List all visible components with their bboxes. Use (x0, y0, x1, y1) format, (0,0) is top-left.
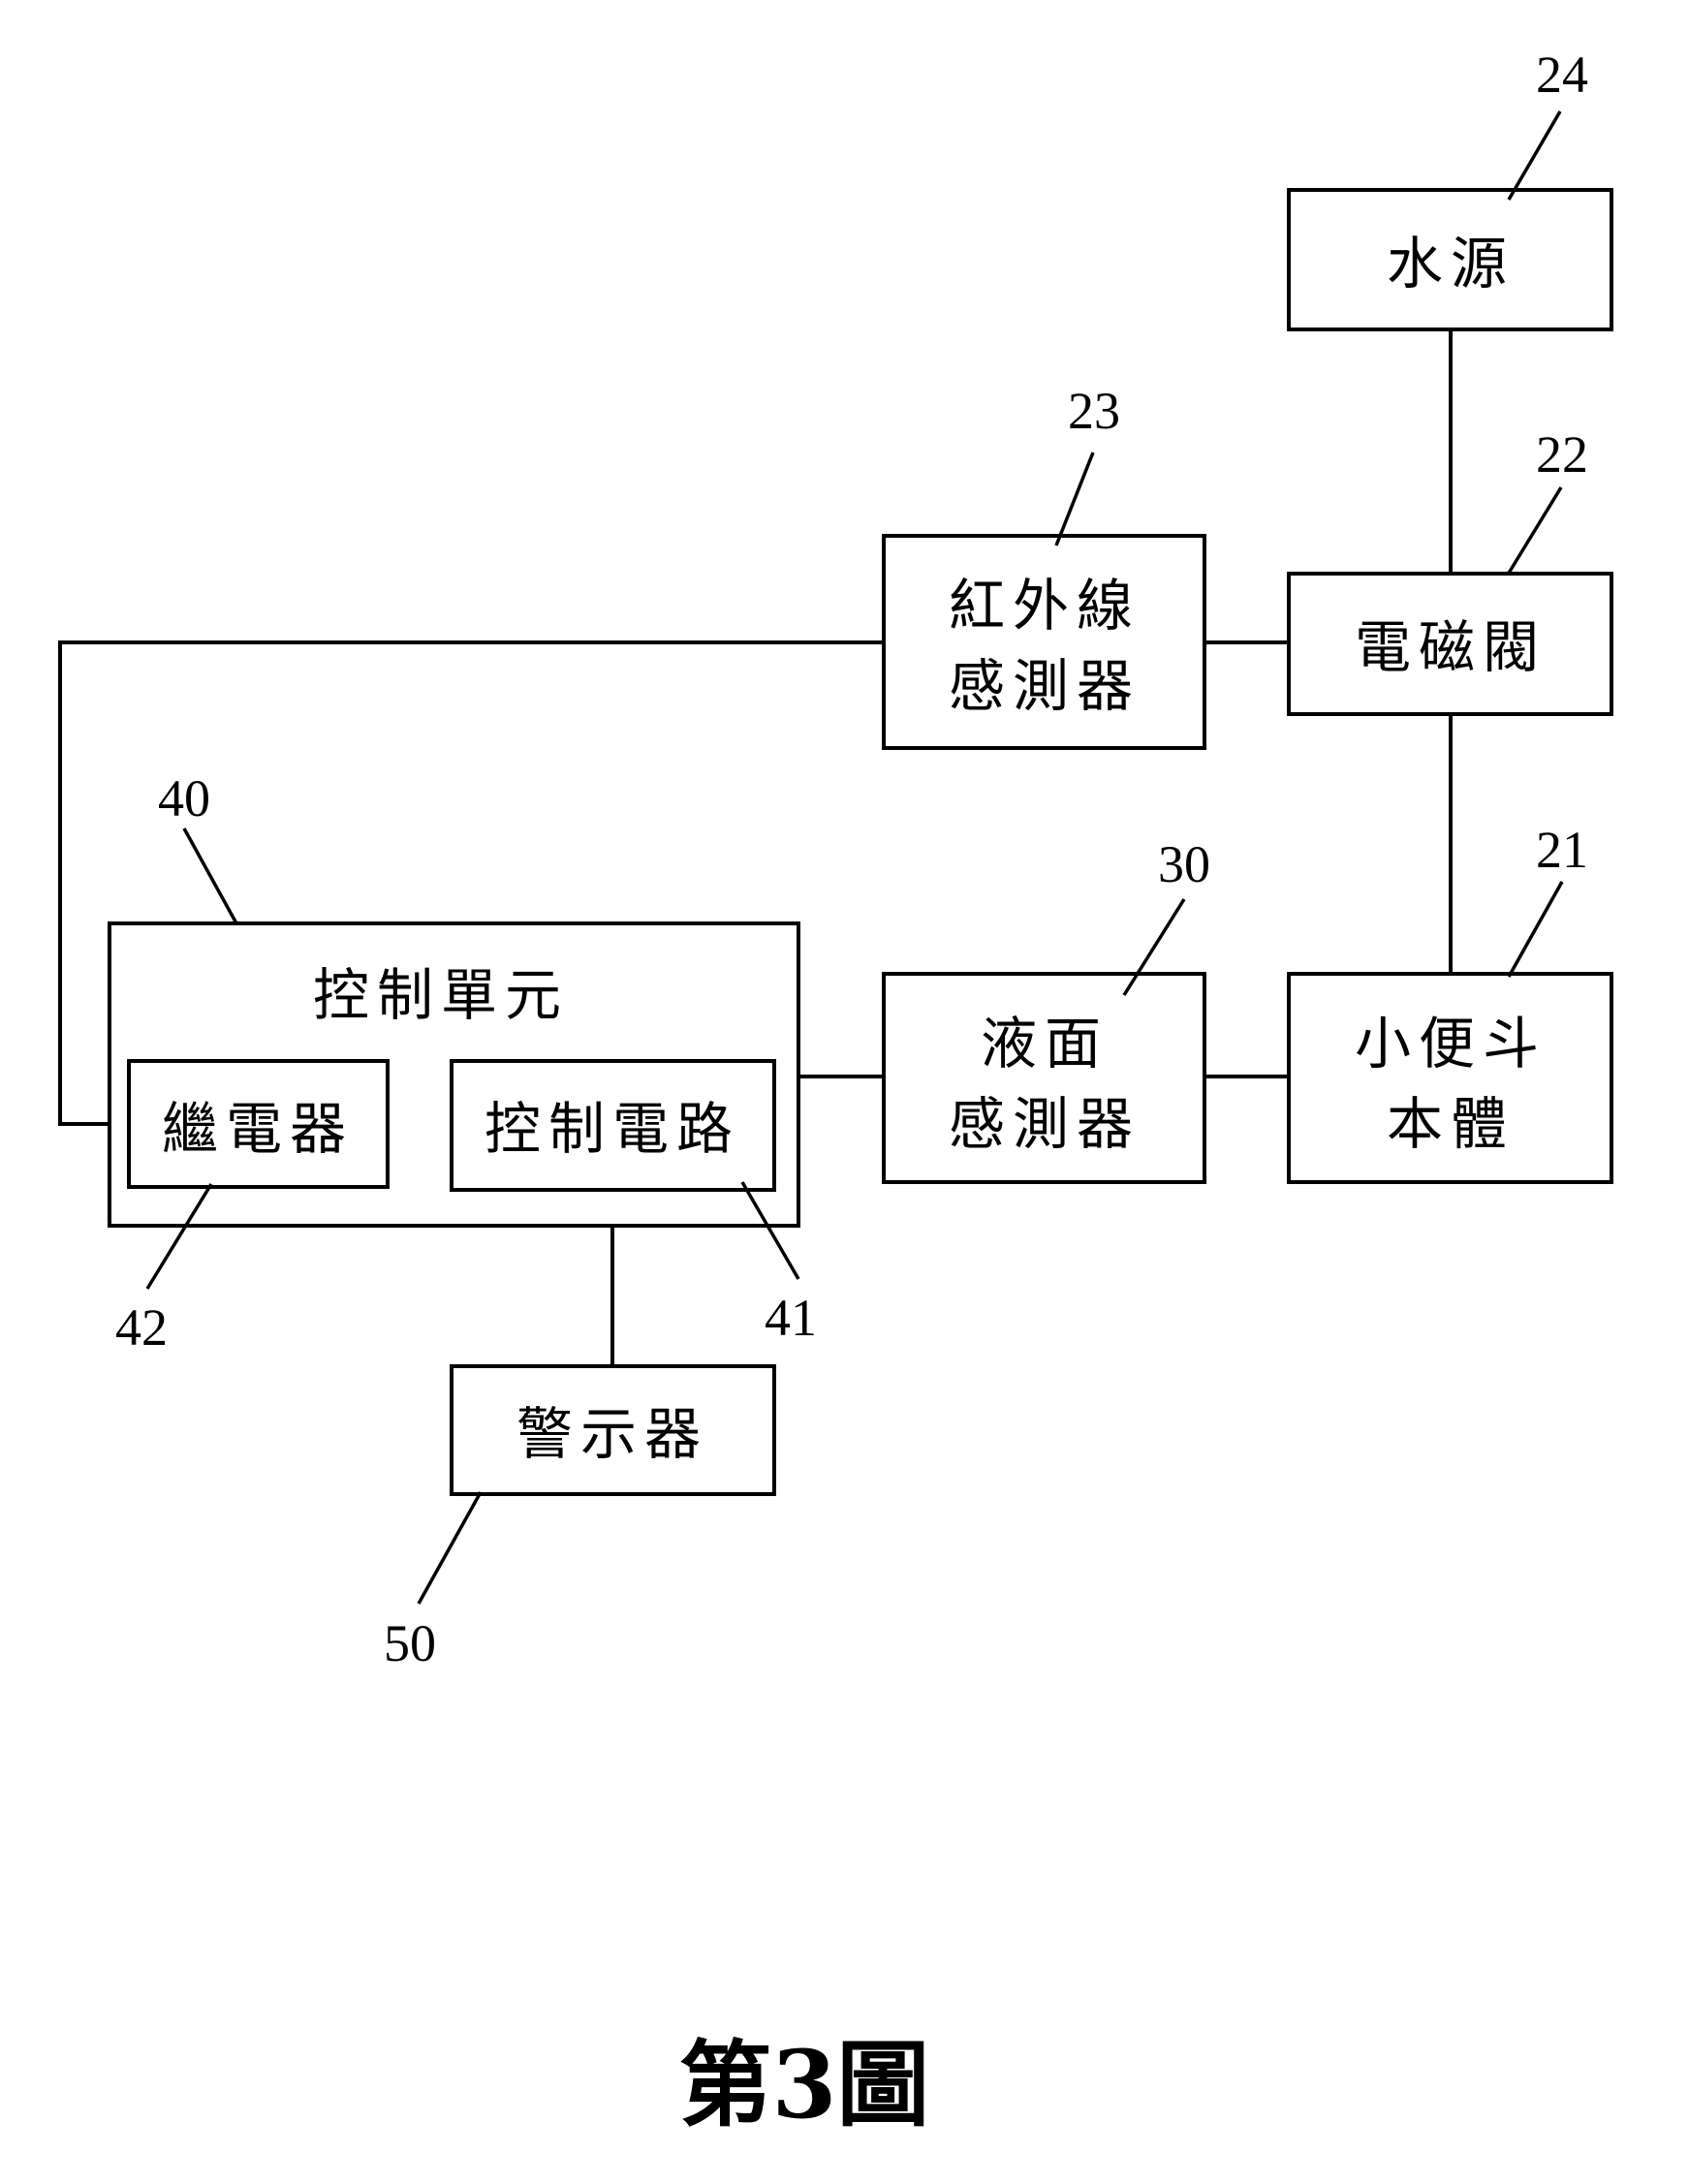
leader-24 (1507, 110, 1562, 201)
ref-42: 42 (115, 1298, 168, 1357)
ref-40: 40 (158, 769, 210, 827)
water-source-block: 水源 (1287, 188, 1613, 331)
ref-23: 23 (1068, 382, 1120, 440)
leader-41 (740, 1181, 800, 1280)
control-circuit-label: 控制電路 (485, 1096, 740, 1162)
ref-50: 50 (384, 1614, 436, 1672)
level-sensor-label-line2: 感測器 (949, 1091, 1141, 1157)
leader-30 (1122, 898, 1186, 996)
leader-42 (145, 1183, 213, 1290)
alarm-label: 警示器 (516, 1401, 708, 1467)
ref-30: 30 (1158, 835, 1210, 893)
leader-22 (1506, 486, 1563, 576)
level-sensor-label-line1: 液面 (981, 1011, 1109, 1076)
wire-ir-to-relay (58, 640, 884, 1126)
level-sensor-block: 液面 感測器 (882, 972, 1206, 1184)
control-unit-label: 控制單元 (313, 962, 569, 1028)
ir-sensor-label-line2: 感測器 (949, 653, 1141, 719)
relay-block: 繼電器 (127, 1059, 390, 1189)
ref-22: 22 (1536, 425, 1588, 484)
water-source-label: 水源 (1387, 231, 1515, 296)
leader-lines (145, 110, 1564, 1605)
figure-caption: 第3圖 (679, 2030, 930, 2139)
ir-sensor-label-line1: 紅外線 (949, 573, 1141, 639)
urinal-body-label-line1: 小便斗 (1355, 1011, 1547, 1076)
leader-23 (1054, 452, 1095, 546)
urinal-body-block: 小便斗 本體 (1287, 972, 1613, 1184)
solenoid-valve-block: 電磁閥 (1287, 572, 1613, 716)
leader-21 (1507, 881, 1564, 978)
relay-label: 繼電器 (162, 1096, 354, 1162)
solenoid-valve-label: 電磁閥 (1355, 614, 1547, 680)
alarm-block: 警示器 (450, 1364, 776, 1496)
ref-21: 21 (1536, 821, 1588, 879)
leader-40 (182, 827, 238, 924)
leader-50 (417, 1491, 483, 1605)
ref-41: 41 (765, 1289, 817, 1347)
urinal-body-label-line2: 本體 (1387, 1091, 1515, 1157)
ir-sensor-block: 紅外線 感測器 (882, 534, 1206, 750)
ref-24: 24 (1536, 46, 1588, 104)
control-circuit-block: 控制電路 (450, 1059, 776, 1192)
